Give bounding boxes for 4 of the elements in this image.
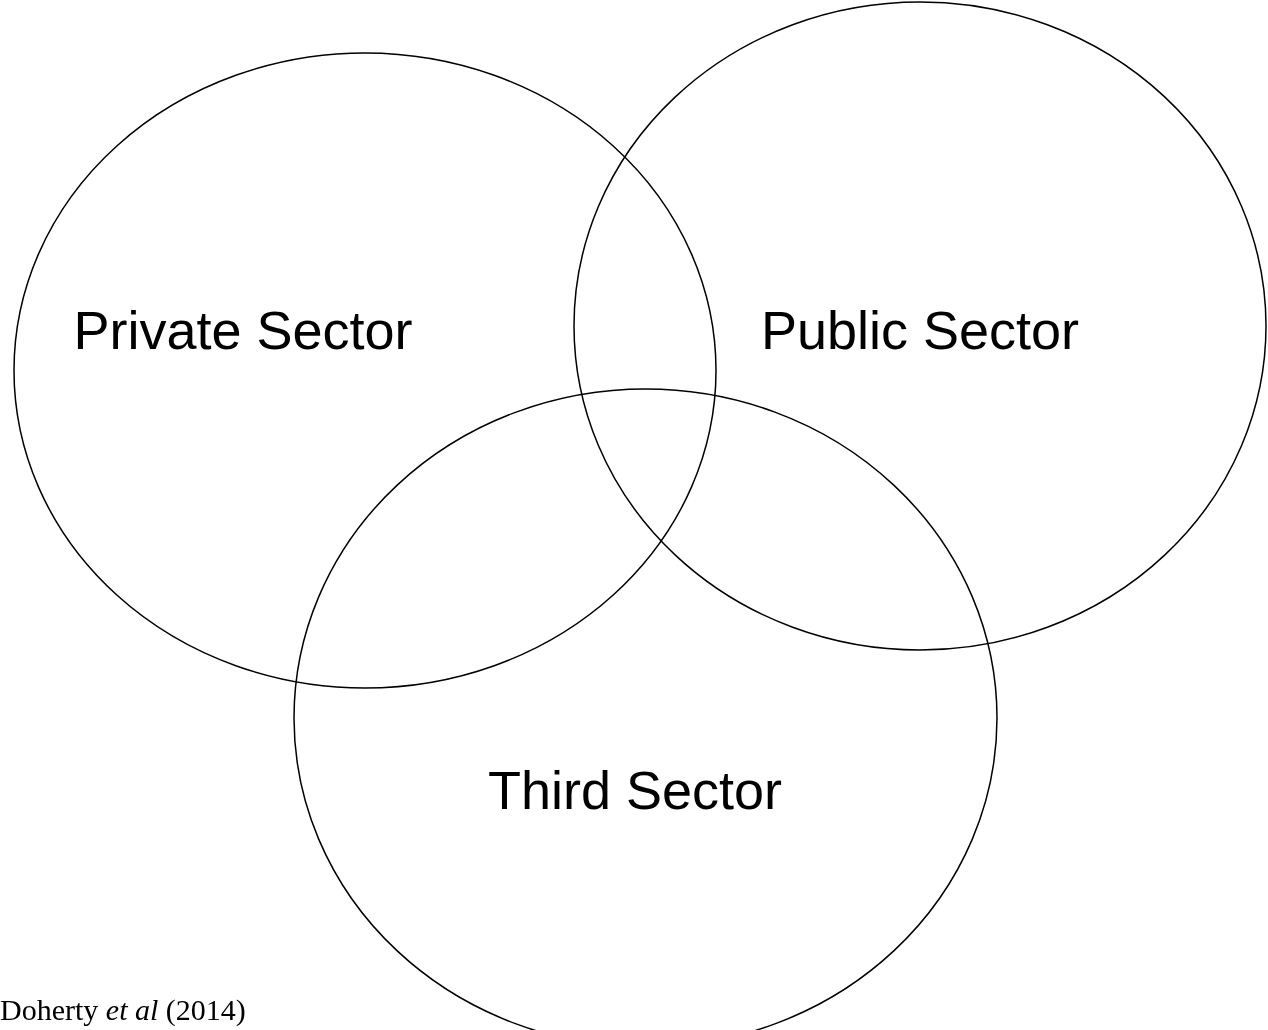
sector-label: Public Sector	[760, 303, 1080, 357]
sector-label: Private Sector	[73, 303, 413, 357]
citation-text: Doherty et al (2014)	[0, 995, 246, 1025]
sector-label: Third Sector	[487, 763, 783, 817]
